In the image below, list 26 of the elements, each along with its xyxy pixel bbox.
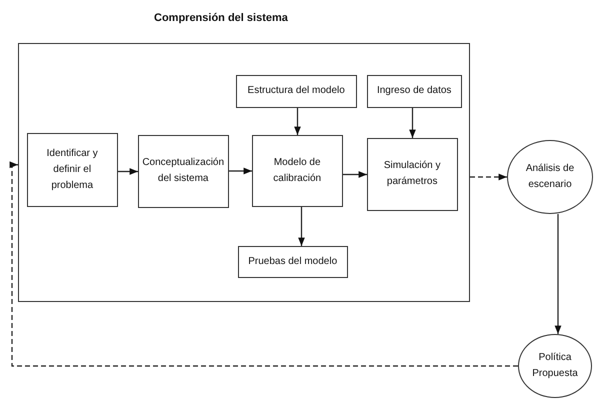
node-label: Simulación y parámetros <box>382 159 442 190</box>
node-label: Ingreso de datos <box>376 84 452 98</box>
arrow <box>554 214 562 334</box>
process-box <box>26 132 118 207</box>
arrow <box>343 171 367 178</box>
process-box <box>366 138 458 211</box>
node-label: Pruebas del modelo <box>247 254 338 269</box>
process-box <box>238 246 348 278</box>
process-box <box>138 134 229 208</box>
process-box <box>236 74 357 108</box>
arrow <box>470 174 507 180</box>
node-label: Política Propuesta <box>531 351 579 381</box>
arrow <box>298 207 305 246</box>
node-label: Modelo de calibración <box>272 156 322 186</box>
node-label: Conceptualización del sistema <box>141 156 226 186</box>
group-title: Comprensión del sistema <box>154 12 288 24</box>
process-box <box>366 74 462 108</box>
arrow <box>10 161 518 367</box>
process-box <box>252 134 343 207</box>
arrow <box>409 108 416 138</box>
node-label: Estructura del modelo <box>246 84 346 98</box>
arrow <box>118 168 138 175</box>
node-label: Análisis de escenario <box>524 162 576 192</box>
arrow <box>229 168 252 174</box>
node-label: Identificar y definir el problema <box>46 146 99 193</box>
arrow <box>294 108 301 135</box>
